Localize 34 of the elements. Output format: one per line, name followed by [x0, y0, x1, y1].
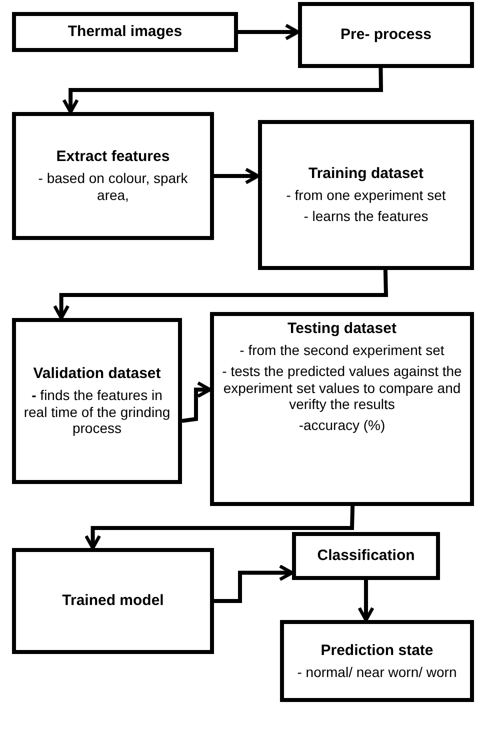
box-heading: Pre- process	[340, 26, 432, 44]
process-box	[298, 2, 474, 68]
process-box	[12, 12, 238, 52]
box-description: - based on colour, spark area,	[37, 170, 189, 204]
box-heading: Validation dataset	[33, 364, 161, 383]
box-heading: Training dataset	[308, 165, 424, 184]
process-box	[258, 120, 474, 270]
process-box	[210, 312, 474, 506]
box-description: - tests the predicted values against the experiment set values to compare and verifty the results	[221, 362, 463, 414]
arrow	[182, 381, 212, 423]
box-heading: Trained model	[62, 592, 164, 610]
box-heading: Classification	[317, 547, 415, 565]
box-description: -accuracy (%)	[298, 417, 386, 434]
box-description: - from the second experiment set	[240, 342, 444, 359]
process-box	[280, 620, 474, 702]
box-description: - from one experiment set	[286, 187, 446, 204]
process-box	[292, 532, 440, 580]
process-box	[12, 112, 214, 240]
box-description: - finds the features in real time of the grinding process	[22, 386, 172, 438]
arrow	[62, 68, 384, 114]
box-heading: Extract features	[56, 148, 170, 166]
arrow	[238, 24, 300, 40]
box-heading: Testing dataset	[288, 320, 396, 338]
box-description: - learns the features	[304, 208, 428, 225]
arrow	[214, 168, 260, 184]
process-box	[12, 548, 214, 654]
box-heading: Prediction state	[320, 642, 434, 660]
arrow	[52, 270, 388, 320]
process-box	[12, 318, 182, 484]
box-description: - normal/ near worn/ worn	[297, 664, 457, 680]
arrow	[358, 580, 374, 622]
arrow	[84, 506, 355, 550]
arrow	[214, 564, 294, 603]
box-heading: Thermal images	[68, 23, 182, 41]
